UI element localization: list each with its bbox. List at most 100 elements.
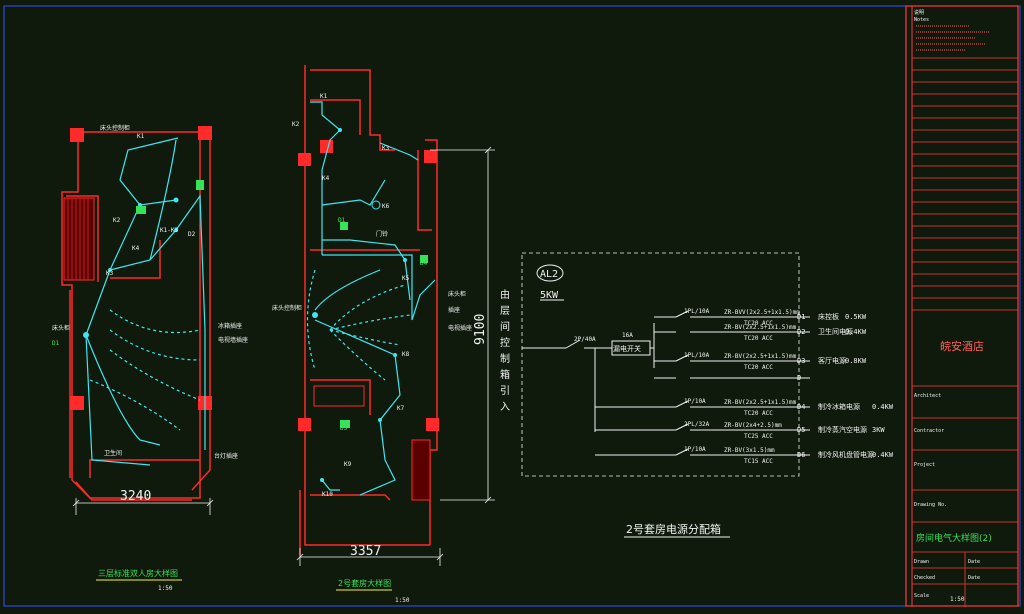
plan-right-scale: 1:50: [395, 597, 410, 604]
label-k1: K1: [137, 133, 145, 140]
plan-left: D1 K1 K2 K3 K4 K1-K3 D2 床头控制柜 床头柜 冰箱插座 电…: [52, 124, 248, 592]
label-r-k10: K10: [322, 491, 333, 498]
circuit-power: 0.4KW: [872, 451, 894, 459]
date-label: Date: [968, 559, 980, 565]
dimension-3240: 3240: [120, 489, 151, 504]
plan-right-title: 2号套房大样图: [338, 578, 391, 588]
panel-id: AL2: [540, 269, 558, 280]
label-k3: K3: [106, 270, 114, 277]
label-k1k3: K1-K3: [160, 227, 178, 234]
breaker-rating: 1P/10A: [684, 446, 706, 453]
date-label-2: Date: [968, 575, 980, 581]
conduit-spec: TC20 ACC: [744, 320, 773, 327]
plan-right-dimension-h: [296, 548, 444, 566]
breaker-rating: 1PL/10A: [684, 308, 710, 315]
incoming-char: 控: [500, 336, 510, 349]
label-r-d5: D5: [340, 425, 348, 432]
plan-left-wiring: [85, 137, 206, 466]
plan-left-labels: D1 K1 K2 K3 K4 K1-K3 D2 床头控制柜 床头柜 冰箱插座 电…: [52, 124, 248, 460]
incoming-char: 层: [500, 305, 510, 317]
label-r-k8: K8: [402, 351, 410, 358]
breaker-rating: 1P/10A: [684, 398, 706, 405]
label-wall3: 冰箱插座: [218, 322, 242, 330]
circuit-id: D6: [797, 451, 805, 459]
panel-title: 2号套房电源分配箱: [626, 522, 721, 536]
plan-left-devices: [136, 180, 204, 214]
main-switch-label: 漏电开关: [613, 344, 641, 353]
cable-spec: ZR-BV(2x2.5+1x1.5)mm: [724, 353, 797, 360]
label-r-w2: 床头柜: [448, 290, 466, 298]
cable-spec: ZR-BV(2x2.5+1x1.5)mm: [724, 399, 797, 406]
incoming-char: 入: [500, 402, 510, 413]
main-breaker: 2P/40A: [574, 336, 596, 343]
label-k2: K2: [113, 217, 121, 224]
cable-spec: ZR-BV(2x4+2.5)mm: [724, 422, 782, 429]
label-wall5: 卫生间: [104, 449, 122, 457]
circuit-load: 客厅电源: [818, 356, 846, 365]
circuit-id: D4: [797, 403, 805, 411]
plan-left-scale: 1:50: [158, 585, 173, 592]
incoming-char: 箱: [500, 368, 510, 381]
sheet-border: [3, 5, 1021, 607]
notes-en: Notes: [914, 17, 929, 23]
label-k4: K4: [132, 245, 140, 252]
breaker-rating: 2PL/32A: [684, 421, 710, 428]
breaker-symbol: [675, 423, 689, 431]
label-r-k1: K1: [320, 93, 328, 100]
wardrobe-hatch: [63, 197, 95, 281]
plan-right-tub: [313, 385, 365, 407]
project-label: Project: [914, 462, 935, 468]
circuit-id: D1: [797, 313, 805, 321]
cable-spec: ZR-BV(2x2.5+1x1.5)mm: [724, 324, 797, 331]
conduit-spec: TC20 ACC: [744, 335, 773, 342]
incoming-char: 由: [500, 288, 510, 301]
main-feeder: [522, 323, 655, 432]
plan-right: K1 K2 K3 K4 K5 K6 K7 K8 K9 K10 D1 D4 D5 …: [272, 65, 495, 604]
label-r-k4: K4: [322, 175, 330, 182]
cable-spec: ZR-BVV(2x2.5+1x1.5)mm: [724, 309, 800, 316]
label-r-k6: K6: [382, 203, 390, 210]
panel-power: 5KW: [540, 290, 559, 301]
conduit-spec: TC20 ACC: [744, 364, 773, 371]
plan-right-fixtures: [312, 128, 407, 482]
plan-right-columns: [298, 140, 439, 431]
circuit-D: D: [654, 374, 810, 382]
label-r-w5: 门铃: [376, 230, 388, 238]
plan-left-title: 三层标准双人房大样图: [98, 568, 178, 578]
dimension-3357: 3357: [350, 544, 381, 559]
wardrobe-lines: [67, 198, 89, 280]
label-r-w3: 插座: [448, 306, 460, 314]
breaker-symbol: [675, 448, 689, 456]
panel-enclosure: [521, 252, 800, 477]
label-wall1: 床头控制柜: [100, 124, 130, 132]
plan-left-dimension: [72, 498, 214, 515]
label-r-w4: 电视插座: [448, 324, 472, 332]
circuit-load: 卫生间电源: [818, 327, 853, 336]
circuit-load: 制冷蒸汽空电源: [818, 425, 867, 434]
plan-right-walls: [299, 65, 438, 555]
circuit-power: 0.4KW: [845, 328, 867, 336]
plan-right-labels: K1 K2 K3 K4 K5 K6 K7 K8 K9 K10 D1 D4 D5 …: [272, 93, 472, 498]
circuit-id: D5: [797, 426, 805, 434]
plan-right-devices: [340, 222, 428, 428]
label-r-k3: K3: [382, 145, 390, 152]
label-d2: D2: [188, 231, 196, 238]
label-r-d4: D4: [420, 260, 428, 267]
main-switch-rating: 16A: [622, 332, 633, 339]
drawing-no-label: Drawing No.: [914, 502, 947, 508]
architect-label: Architect: [914, 393, 941, 399]
circuit-power: 0.8KW: [845, 357, 867, 365]
circuit-load: 床控板: [818, 312, 839, 321]
cable-spec: ZR-BV(3x1.5)mm: [724, 447, 775, 454]
label-wall6: 台灯插座: [214, 452, 238, 460]
dimension-9100: 9100: [473, 314, 488, 345]
drawn-label: Drawn: [914, 559, 929, 565]
